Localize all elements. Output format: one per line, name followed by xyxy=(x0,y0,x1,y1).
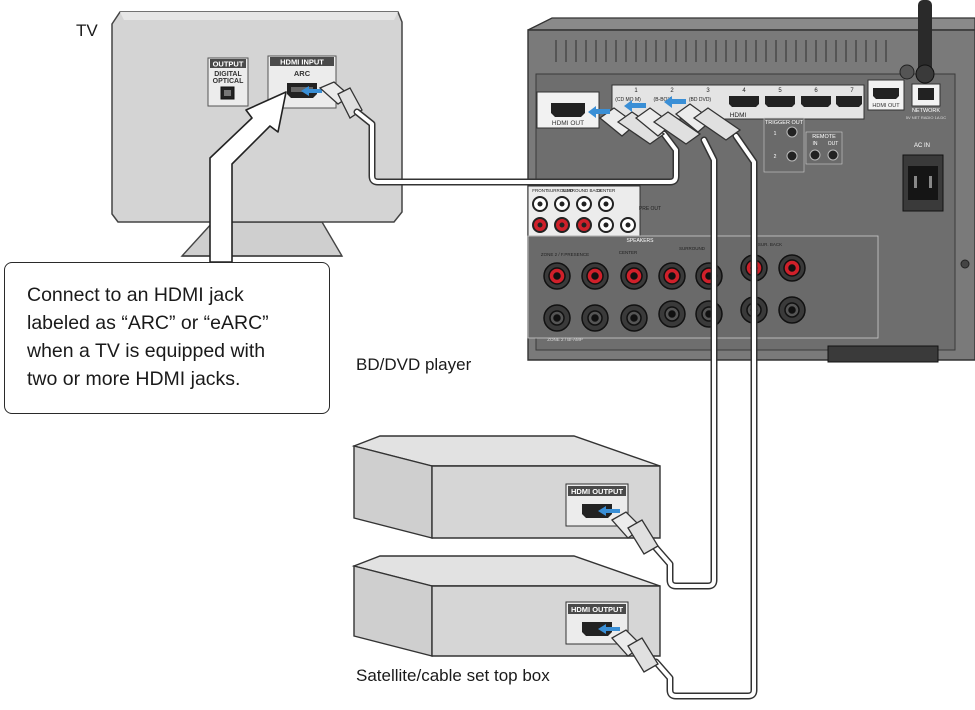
hdmi-input-6: 6 xyxy=(814,88,818,94)
bd-hdmi-plug xyxy=(610,511,659,555)
hdmi-input-4: 4 xyxy=(742,88,746,94)
hdmi-input-name-3: (BD DVD) xyxy=(689,97,712,103)
surround-speaker-label: SURROUND xyxy=(679,246,706,251)
hdmi-input-2: 2 xyxy=(670,88,674,94)
receiver-network-label: NETWORK xyxy=(912,108,940,114)
tv-output-label: OUTPUT xyxy=(213,60,244,69)
surround-back-speaker-label: SUR. BACK xyxy=(758,242,782,247)
callout-line-1: Connect to an HDMI jack xyxy=(27,284,244,306)
bd-connect-arrow-icon xyxy=(598,506,620,516)
arc-callout: Connect to an HDMI jack labeled as “ARC”… xyxy=(4,262,330,414)
receiver-hdmi-out-label: HDMI OUT xyxy=(552,120,584,127)
ac-in-label: AC IN xyxy=(914,143,930,149)
receiver-hdmi-group-label: HDMI xyxy=(730,112,747,119)
surround-back-label-pre: SURROUND BACK xyxy=(562,188,602,193)
tv: OUTPUT DIGITAL OPTICAL HDMI INPUT ARC xyxy=(111,11,403,263)
pre-out-label: PRE OUT xyxy=(639,206,661,212)
remote-label: REMOTE xyxy=(812,134,836,140)
surround-label-pre: SURROUND xyxy=(547,188,574,193)
hdmi-input-numbers: 1 2 3 4 5 6 7 xyxy=(634,88,854,94)
zone-bottom-label: ZONE 2 / BI-AMP xyxy=(547,337,583,342)
tv-connect-arrow-icon xyxy=(301,86,322,96)
hdmi-input-7: 7 xyxy=(850,88,854,94)
center-speaker-label: CENTER xyxy=(619,250,638,255)
set-top-box: HDMI OUTPUT xyxy=(351,555,661,673)
speakers-label: SPEAKERS xyxy=(627,238,655,244)
satellite-label: Satellite/cable set top box xyxy=(356,666,550,685)
stb-hdmi-output-label: HDMI OUTPUT xyxy=(571,605,623,614)
stb-hdmi-plug xyxy=(610,629,659,673)
tv-arc-label: ARC xyxy=(294,69,311,78)
trigger-1-label: 1 xyxy=(774,131,777,137)
tv-optical-label: OPTICAL xyxy=(213,78,244,85)
tv-stand xyxy=(180,221,344,257)
stb-connect-arrow-icon xyxy=(598,624,620,634)
hdmi-input-3: 3 xyxy=(706,88,710,94)
receiver-network-sub-label: 5V NET RADIO 1A DC xyxy=(906,115,946,120)
receiver-hdmi-out-zone-label: HDMI OUT xyxy=(872,103,900,109)
callout-line-2: labeled as “ARC” or “eARC” xyxy=(27,312,269,334)
tv-hdmi-input-label: HDMI INPUT xyxy=(280,58,324,67)
hdmi-input-jacks xyxy=(729,96,862,107)
bd-dvd-player: HDMI OUTPUT xyxy=(351,435,661,555)
receiver-hdmi-plugs xyxy=(588,96,742,145)
trigger-2-label: 2 xyxy=(774,154,777,160)
wireless-antenna xyxy=(918,0,932,82)
bd-hdmi-output-label: HDMI OUTPUT xyxy=(571,487,623,496)
front-label: FRONT xyxy=(532,188,548,193)
hdmi-input-1: 1 xyxy=(634,88,638,94)
bd-dvd-label: BD/DVD player xyxy=(356,355,472,374)
tv-digital-label: DIGITAL xyxy=(214,71,242,78)
tv-label: TV xyxy=(76,21,98,40)
trigger-out-label: TRIGGER OUT xyxy=(765,120,804,126)
hdmi-input-name-2: (B-BOX) xyxy=(654,97,673,103)
callout-pointer-arrow-icon xyxy=(209,91,287,263)
remote-out-label: OUT xyxy=(828,141,839,147)
callout-line-4: two or more HDMI jacks. xyxy=(27,368,241,390)
pre-out-jacks xyxy=(532,196,636,233)
remote-in-label: IN xyxy=(813,141,818,147)
hdmi-input-name-1: (CD MO M) xyxy=(615,97,641,103)
hdmi-input-5: 5 xyxy=(778,88,782,94)
hdmi-cables xyxy=(353,108,758,700)
callout-line-3: when a TV is equipped with xyxy=(27,340,266,362)
zone-label: ZONE 2 / F.PRESENCE xyxy=(541,252,589,257)
center-label-pre: CENTER xyxy=(597,188,616,193)
